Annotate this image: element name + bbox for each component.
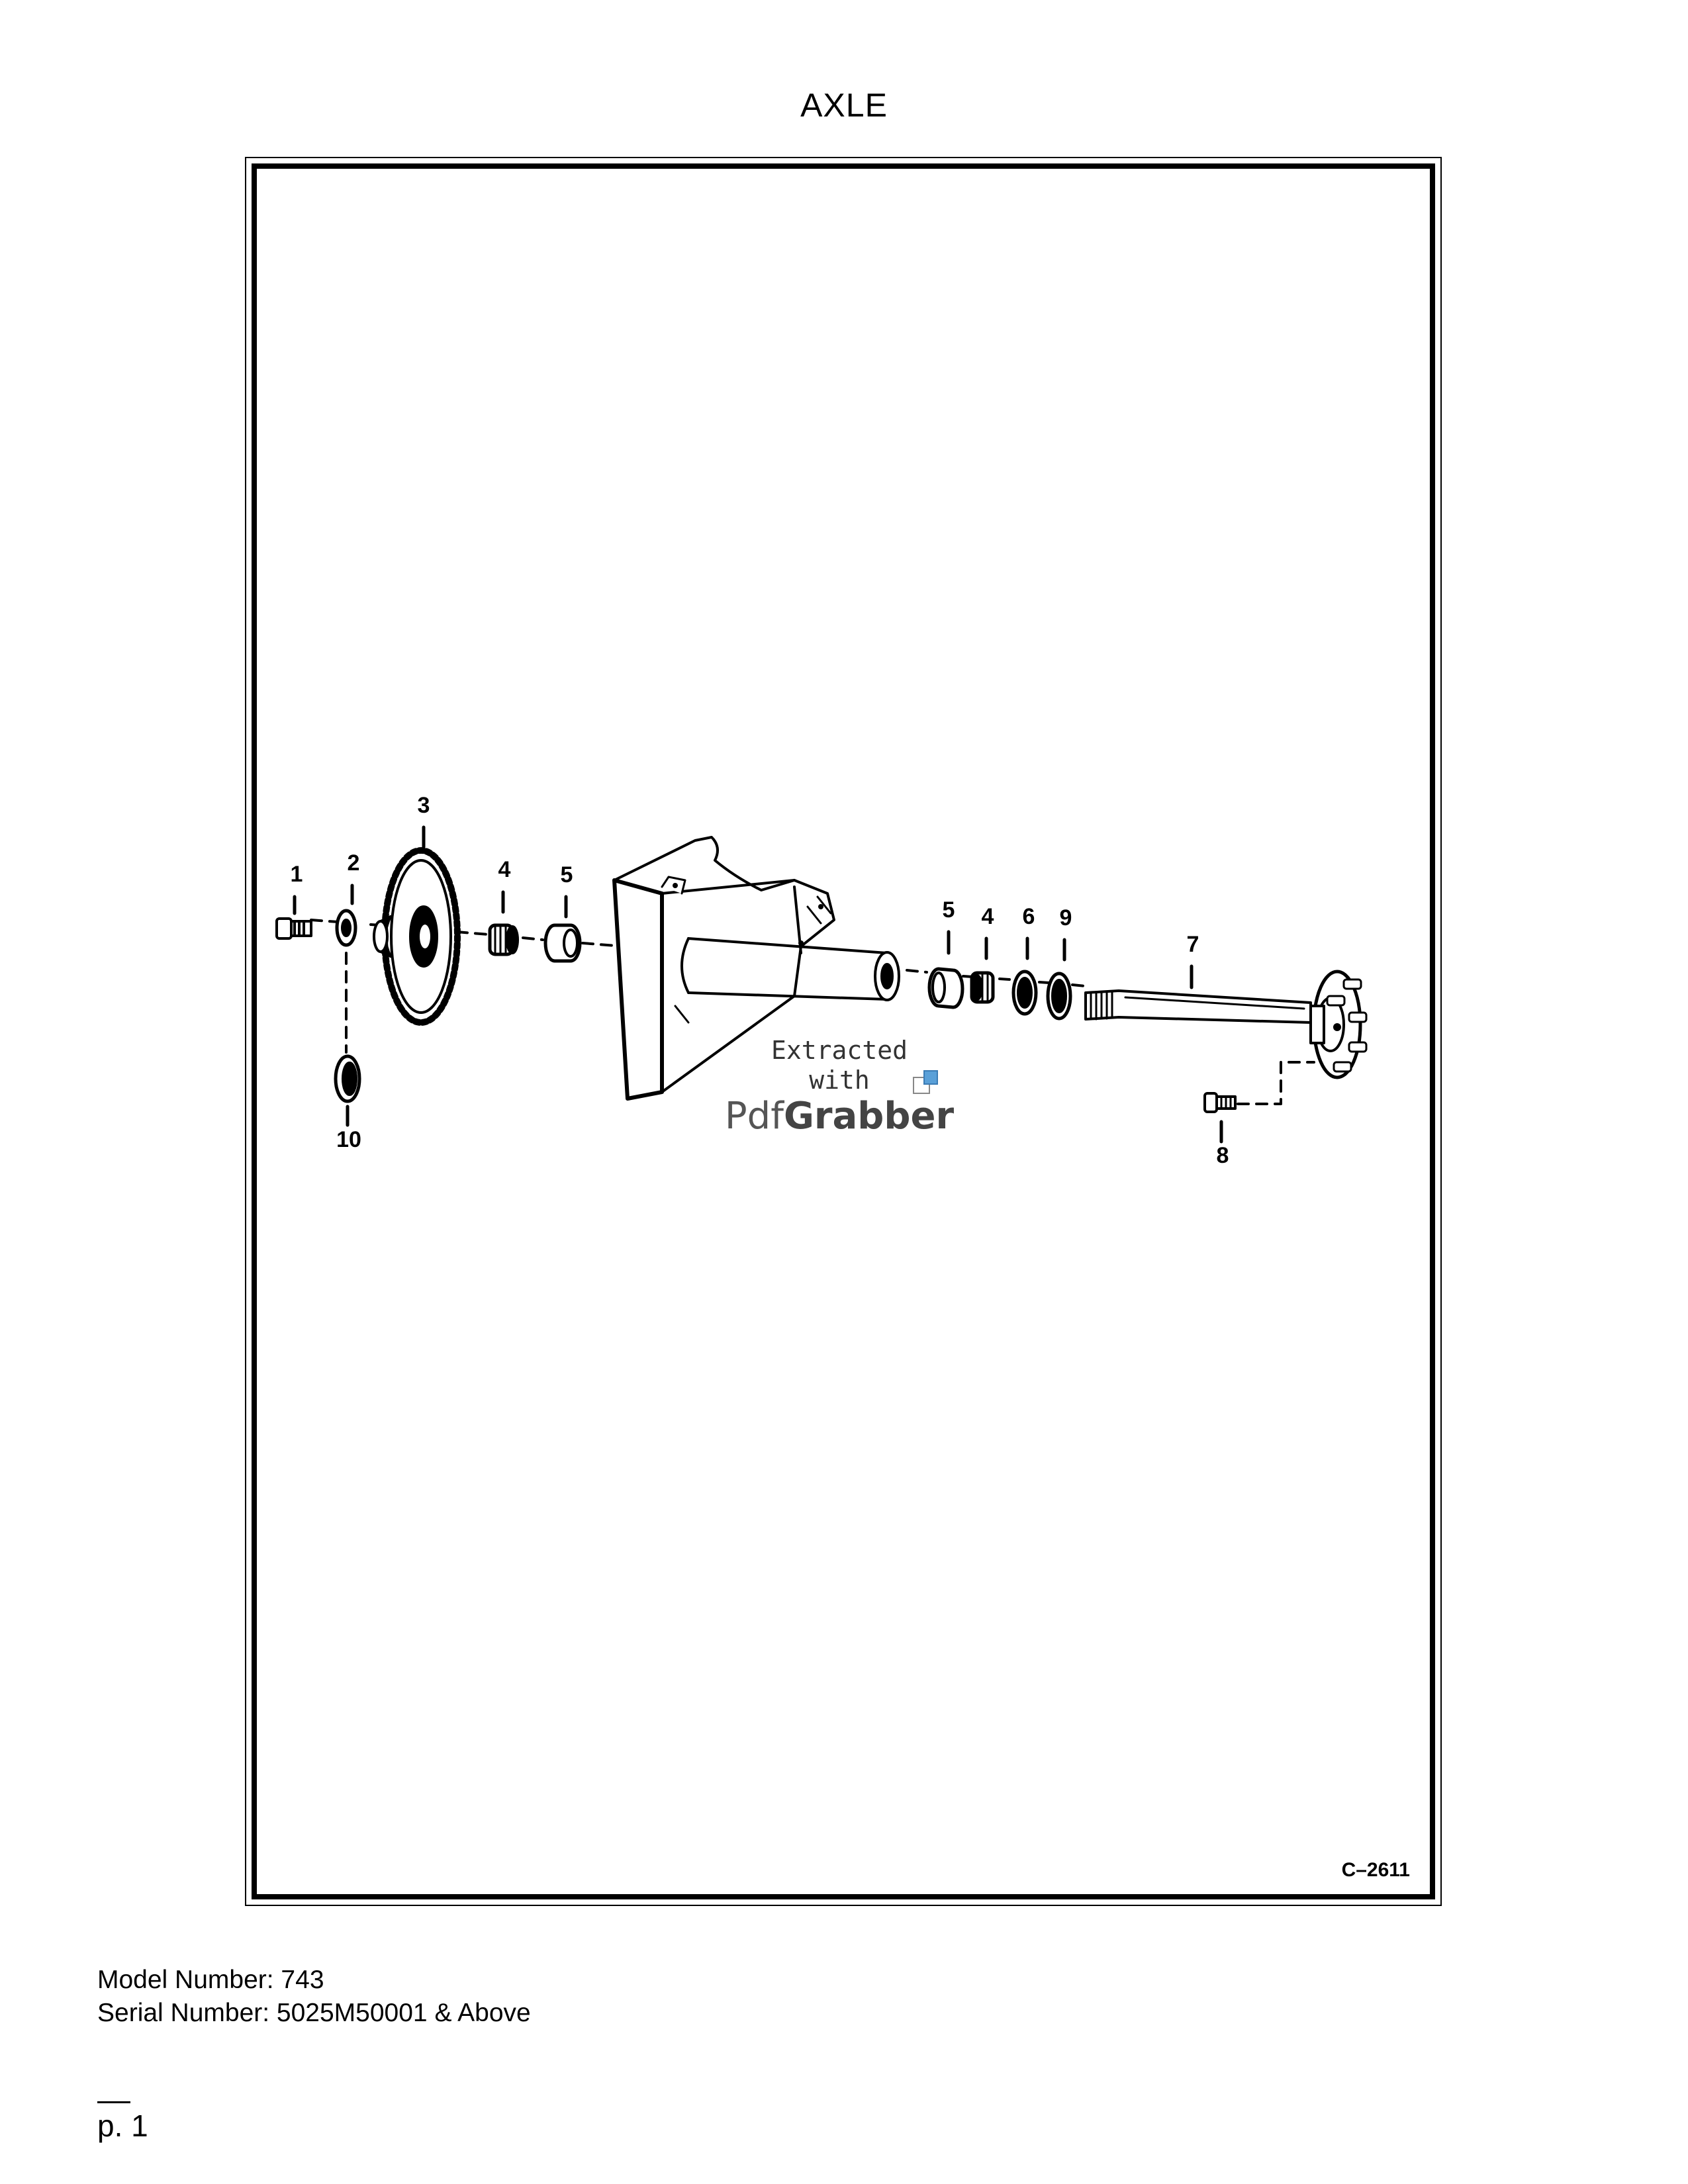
callout-8: 8 [1217, 1143, 1229, 1168]
part-4-bearing-outer [970, 971, 995, 1004]
part-3-sprocket [373, 847, 461, 1026]
callout-9: 9 [1060, 905, 1072, 931]
part-8-wheel-bolt [1203, 1092, 1237, 1113]
watermark-line-2: with [809, 1066, 870, 1095]
part-5-bearing-cup-inner [543, 923, 582, 963]
page-title: AXLE [800, 87, 888, 124]
callout-5-outer: 5 [943, 897, 955, 923]
figure-frame [252, 163, 1435, 1899]
pdfgrabber-logo-icon [913, 1070, 938, 1094]
part-9-seal [1046, 972, 1072, 1021]
callout-leaders [293, 825, 1223, 1144]
page-number-rule [97, 2101, 130, 2103]
part-1-bolt [275, 917, 312, 940]
callout-5-inner: 5 [561, 862, 573, 887]
callout-1: 1 [291, 862, 303, 887]
callout-3: 3 [418, 793, 430, 818]
assembly-centerline [310, 919, 1315, 1105]
callout-4-outer: 4 [982, 904, 994, 929]
document-meta: Model Number: 743 Serial Number: 5025M50… [97, 1964, 531, 2030]
drawing-id: C–2611 [1342, 1859, 1410, 1881]
part-2-washer [335, 909, 357, 947]
callout-10: 10 [336, 1127, 361, 1152]
part-7-axle-shaft [1084, 970, 1368, 1079]
serial-number: Serial Number: 5025M50001 & Above [97, 1999, 531, 2027]
watermark-brand: PdfGrabber [725, 1095, 955, 1138]
model-number: Model Number: 743 [97, 1966, 324, 1994]
watermark-brand-a: Pdf [725, 1095, 784, 1138]
callout-2: 2 [348, 850, 360, 876]
callout-6: 6 [1023, 904, 1035, 929]
callout-7: 7 [1187, 932, 1199, 957]
pdfgrabber-watermark: Extracted with PdfGrabber [725, 1036, 955, 1138]
callout-4-inner: 4 [498, 857, 511, 882]
callout-labels: 1 2 3 4 5 5 4 6 9 7 8 10 [291, 793, 1229, 1168]
axle-housing [612, 836, 900, 1101]
watermark-brand-b: Grabber [784, 1095, 955, 1138]
part-5-bearing-cup-outer [927, 967, 964, 1009]
page-number: p. 1 [97, 2109, 148, 2143]
part-6-seal [1011, 970, 1038, 1016]
figure-frame-outer [245, 157, 1442, 1906]
watermark-line-1: Extracted [771, 1036, 908, 1065]
part-10-seal [334, 1054, 361, 1103]
part-4-bearing-inner [488, 923, 519, 956]
